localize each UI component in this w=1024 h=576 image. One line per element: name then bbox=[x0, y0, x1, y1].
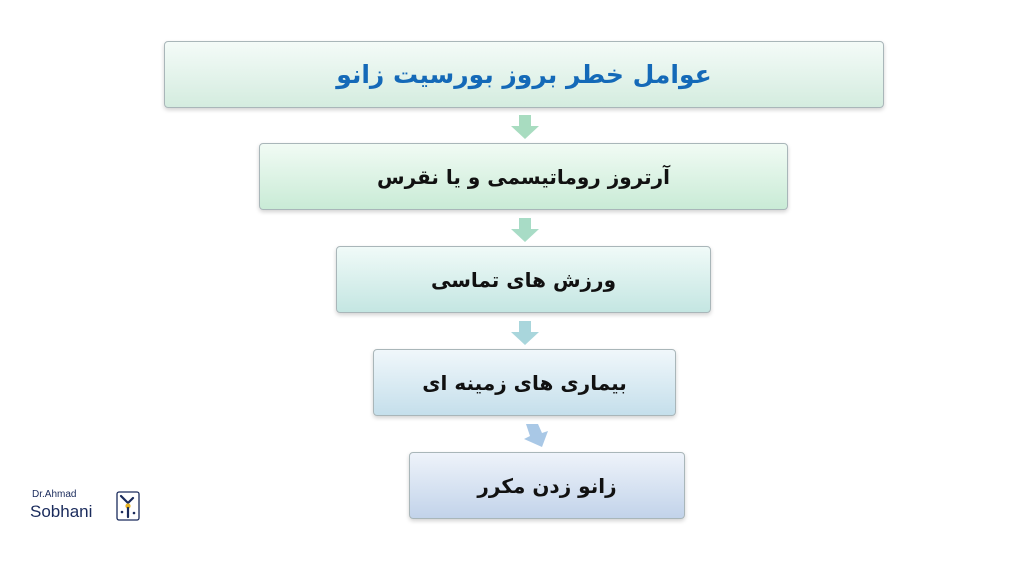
logo-line1: Dr.Ahmad bbox=[32, 489, 77, 500]
flowchart-step-box: زانو زدن مکرر bbox=[409, 452, 685, 519]
logo: Dr.Ahmad Sobhani bbox=[30, 489, 150, 529]
flowchart-step-label: ورزش های تماسی bbox=[430, 267, 617, 292]
down-arrow-icon bbox=[511, 218, 539, 242]
flowchart-step-label: بیماری های زمینه ای bbox=[422, 370, 627, 395]
logo-line2: Sobhani bbox=[30, 502, 93, 521]
flowchart-title: عوامل خطر بروز بورسیت زانو bbox=[336, 60, 712, 89]
flowchart-step-box: ورزش های تماسی bbox=[336, 246, 711, 313]
down-arrow-icon bbox=[511, 321, 539, 345]
flowchart-step-label: آرتروز روماتیسمی و یا نقرس bbox=[376, 164, 671, 189]
knee-joint-icon bbox=[116, 491, 140, 521]
flowchart-step-box: آرتروز روماتیسمی و یا نقرس bbox=[259, 143, 788, 210]
flowchart-title-box: عوامل خطر بروز بورسیت زانو bbox=[164, 41, 884, 108]
flowchart-step-label: زانو زدن مکرر bbox=[477, 473, 617, 498]
down-arrow-icon bbox=[511, 115, 539, 139]
down-arrow-icon bbox=[524, 424, 548, 447]
flowchart-step-box: بیماری های زمینه ای bbox=[373, 349, 676, 416]
